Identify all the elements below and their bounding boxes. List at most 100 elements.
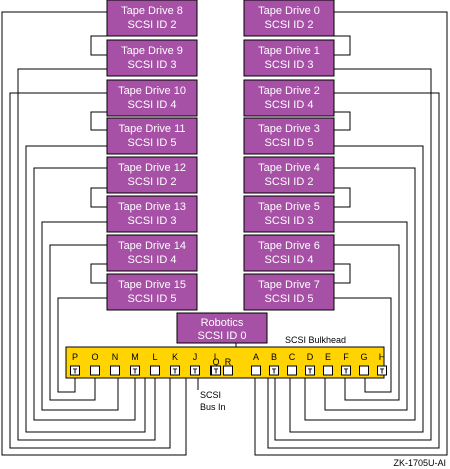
drive-scsi-id: SCSI ID 5 — [265, 293, 314, 305]
drive-name: Tape Drive 13 — [118, 201, 186, 213]
bulkhead-label: SCSI Bulkhead — [285, 335, 346, 345]
tape-drive-8: Tape Drive 8 SCSI ID 2 — [106, 0, 198, 37]
port-socket — [150, 365, 160, 376]
port-socket — [341, 365, 351, 376]
port-letter: O — [91, 352, 98, 362]
drive-name: Tape Drive 6 — [258, 240, 320, 252]
drive-name: Tape Drive 11 — [118, 123, 185, 135]
tape-drive-1: Tape Drive 1 SCSI ID 3 — [243, 39, 335, 77]
port-letter: C — [289, 352, 296, 362]
drive-name: Tape Drive 7 — [258, 279, 320, 291]
terminator-mark: T — [214, 369, 219, 376]
terminator-mark: T — [73, 369, 78, 376]
left-drive-column: Tape Drive 8 SCSI ID 2 Tape Drive 9 SCSI… — [106, 0, 198, 311]
drive-scsi-id: SCSI ID 3 — [128, 215, 177, 227]
right-drive-column: Tape Drive 0 SCSI ID 2 Tape Drive 1 SCSI… — [243, 0, 335, 311]
port-e: E — [323, 352, 333, 376]
drive-scsi-id: SCSI ID 2 — [128, 19, 177, 31]
drive-name: Tape Drive 3 — [258, 123, 320, 135]
drive-scsi-id: SCSI ID 2 — [265, 176, 314, 188]
port-d: DT — [305, 352, 315, 376]
port-p: PT — [70, 352, 80, 376]
port-b: BT — [269, 352, 279, 376]
terminator-mark: T — [173, 369, 178, 376]
drive-name: Tape Drive 4 — [258, 162, 320, 174]
tape-drive-11: Tape Drive 11 SCSI ID 5 — [106, 117, 198, 155]
port-j: JT — [190, 352, 200, 376]
drive-scsi-id: SCSI ID 4 — [265, 254, 314, 266]
port-letter: I — [214, 352, 217, 362]
port-l: L — [150, 352, 160, 376]
drive-name: Tape Drive 8 — [121, 5, 183, 17]
tape-drive-12: Tape Drive 12 SCSI ID 2 — [106, 156, 198, 194]
tape-drive-9: Tape Drive 9 SCSI ID 3 — [106, 39, 198, 77]
port-letter: E — [325, 352, 331, 362]
port-letter: Q — [212, 357, 219, 367]
drive-scsi-id: SCSI ID 3 — [265, 215, 314, 227]
drive-name: Tape Drive 15 — [118, 279, 186, 291]
drive-scsi-id: SCSI ID 2 — [128, 176, 177, 188]
port-letter: B — [271, 352, 277, 362]
tape-drive-2: Tape Drive 2 SCSI ID 4 — [243, 79, 335, 117]
drive-scsi-id: SCSI ID 2 — [265, 19, 314, 31]
port-letter: D — [307, 352, 314, 362]
port-letter: H — [379, 352, 386, 362]
port-socket — [130, 365, 140, 376]
terminator-mark: T — [344, 369, 349, 376]
port-r: R — [223, 357, 233, 376]
port-socket — [323, 365, 333, 376]
port-o: O — [90, 352, 100, 376]
drive-name: Tape Drive 0 — [258, 5, 320, 17]
figure-id: ZK-1705U-AI — [393, 458, 446, 468]
tape-drive-7: Tape Drive 7 SCSI ID 5 — [243, 273, 335, 311]
drive-name: Tape Drive 10 — [118, 85, 186, 97]
terminator-mark: T — [272, 369, 277, 376]
robotics-unit: Robotics SCSI ID 0 — [176, 312, 268, 344]
port-letter: R — [225, 357, 232, 367]
terminator-mark: T — [308, 369, 313, 376]
port-letter: A — [253, 352, 259, 362]
terminator-mark: T — [133, 369, 138, 376]
port-h: HT — [377, 352, 387, 376]
port-n: N — [110, 352, 120, 376]
bus-in-label: Bus In — [200, 402, 226, 412]
scsi-label: SCSI — [200, 390, 221, 400]
drive-name: Tape Drive 14 — [118, 240, 186, 252]
drive-name: Tape Drive 12 — [118, 162, 186, 174]
port-letter: L — [152, 352, 157, 362]
drive-scsi-id: SCSI ID 5 — [265, 137, 314, 149]
port-socket — [110, 365, 120, 376]
port-socket — [90, 365, 100, 376]
port-f: FT — [341, 352, 351, 376]
drive-scsi-id: SCSI ID 3 — [128, 59, 177, 71]
tape-drive-5: Tape Drive 5 SCSI ID 3 — [243, 195, 335, 233]
port-letter: J — [193, 352, 198, 362]
port-letter: F — [343, 352, 349, 362]
port-q: QT — [211, 357, 221, 376]
port-socket — [251, 365, 261, 376]
port-socket — [377, 365, 387, 376]
terminator-mark: T — [193, 369, 198, 376]
drive-scsi-id: SCSI ID 5 — [128, 293, 177, 305]
port-socket — [223, 365, 233, 376]
port-c: C — [287, 352, 297, 376]
drive-scsi-id: SCSI ID 4 — [265, 99, 314, 111]
drive-name: Tape Drive 9 — [121, 45, 183, 57]
drive-name: Tape Drive 5 — [258, 201, 320, 213]
terminator-mark: T — [380, 369, 385, 376]
port-letter: M — [131, 352, 139, 362]
tape-drive-6: Tape Drive 6 SCSI ID 4 — [243, 234, 335, 272]
port-letter: P — [72, 352, 78, 362]
tape-drive-3: Tape Drive 3 SCSI ID 5 — [243, 117, 335, 155]
drive-scsi-id: SCSI ID 4 — [128, 254, 177, 266]
port-socket — [359, 365, 369, 376]
port-socket — [190, 365, 200, 376]
robotics-name: Robotics — [201, 317, 244, 329]
port-g: G — [359, 352, 369, 376]
tape-drive-10: Tape Drive 10 SCSI ID 4 — [106, 79, 198, 117]
drive-name: Tape Drive 1 — [258, 45, 320, 57]
port-m: MT — [130, 352, 140, 376]
